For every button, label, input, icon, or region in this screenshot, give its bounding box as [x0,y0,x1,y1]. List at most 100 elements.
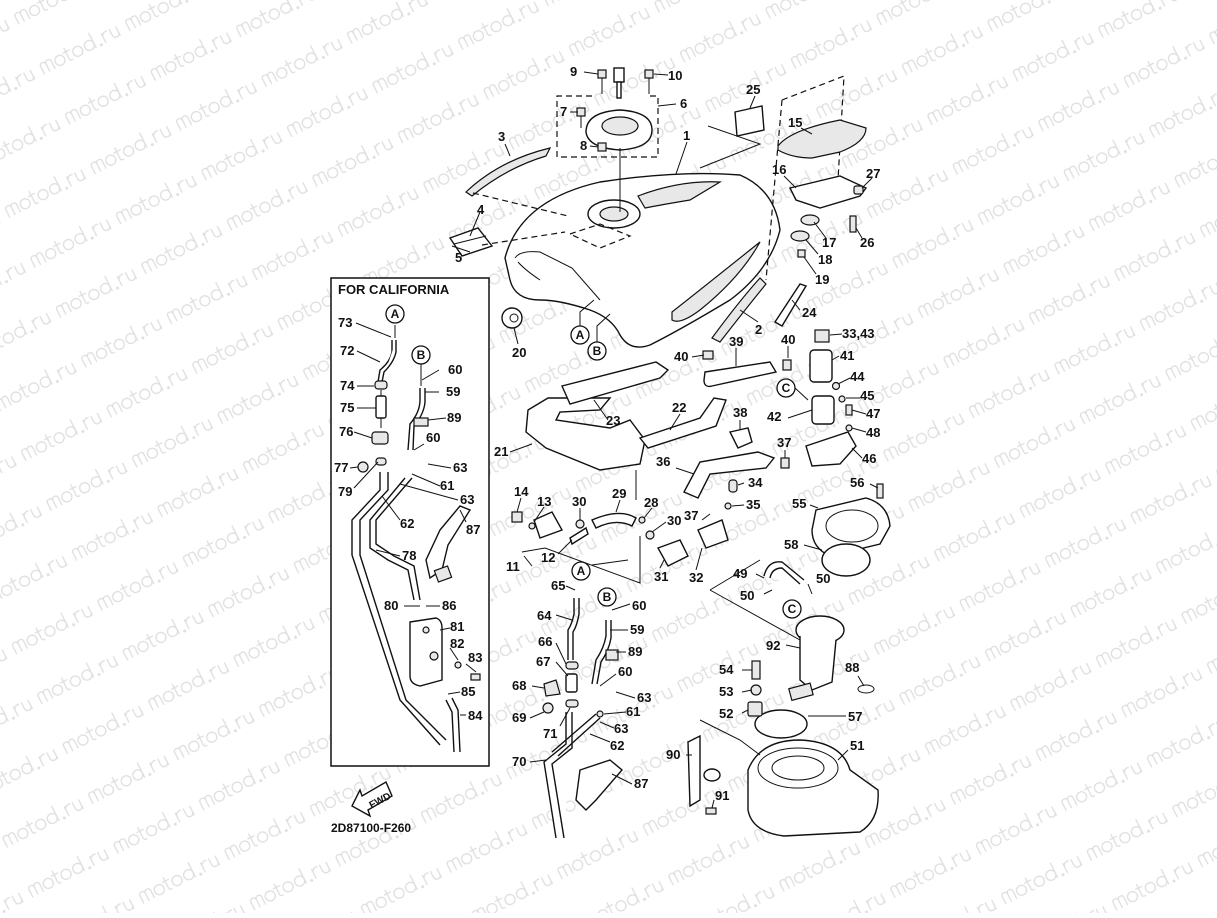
callout: 70 [512,754,526,769]
hose-49-guide [709,559,801,641]
clip-30b [645,530,655,540]
pad-22 [638,397,727,449]
clip-76 [371,431,389,445]
inset-callouts: 73 72 74 75 76 77 79 60 59 89 60 63 61 6… [334,315,483,723]
clip-68 [543,679,561,697]
tank-stripe [637,181,723,209]
fuel-tank-1 [504,148,781,348]
screw-56 [876,483,884,499]
callout: 64 [537,608,552,623]
hose-36 [683,451,776,499]
callout: 1 [683,128,690,143]
bolt-91 [705,807,717,815]
pump-41 [809,349,833,383]
bracket-16 [788,175,868,209]
callout: 87 [466,522,480,537]
callout: 60 [448,362,462,377]
callout: 38 [733,405,747,420]
pin-12 [569,526,589,546]
grommet-20 [501,307,523,329]
tank-tunnel [514,251,601,301]
callout: 24 [802,305,817,320]
callout: 59 [630,622,644,637]
clip-38 [728,427,753,449]
callout: 59 [446,384,460,399]
sensor-31 [656,539,689,567]
callout: 29 [612,486,626,501]
gasket-57 [754,709,808,739]
bolt-7 [576,107,586,117]
callout: 89 [628,644,642,659]
unit-32 [697,519,729,549]
callout: 68 [512,678,526,693]
callout: 55 [792,496,806,511]
callout: 82 [450,636,464,651]
callout: 90 [666,747,680,762]
callout: 69 [512,710,526,725]
callout: 84 [468,708,483,723]
fwd-arrow-icon [351,780,393,818]
cock-11 [533,511,564,539]
callout: 62 [400,516,414,531]
callout: 31 [654,569,668,584]
main-leaders [451,71,879,809]
callout: 27 [866,166,880,181]
ref-label-a-main: A [576,328,585,342]
callout: 28 [644,495,658,510]
tank-filler-opening [599,206,629,222]
callout: 57 [848,709,862,724]
tank-emblem-area [671,241,761,322]
ref-label-a-lower: A [577,564,586,578]
label-25 [734,105,765,137]
decal-4-line [453,235,487,245]
cap-lock [601,116,639,136]
ref-label-c-lower: C [788,602,797,616]
callout: 39 [729,334,743,349]
cock-bracket-guide [521,536,641,584]
tube-62b [551,713,601,757]
emblem-2 [711,277,767,343]
label-25-guide [699,125,762,169]
bolt-26 [849,215,857,233]
hose-39 [703,361,778,388]
callout: 56 [850,475,864,490]
hose-64-edge [572,598,580,660]
hose-49-edge [769,567,801,585]
callout: 45 [860,388,874,403]
bolt-83 [470,673,481,681]
bracket-46 [805,431,857,467]
bolt-44 [831,381,841,391]
callout: 77 [334,460,348,475]
callout: 61 [440,478,454,493]
callout: 30 [667,513,681,528]
bolt-47 [845,404,853,416]
grommet-69 [542,702,554,714]
callout: 46 [862,451,876,466]
cover-15 [777,119,867,159]
clamp-37 [780,457,790,469]
canister-port-2 [429,651,439,661]
callout: 21 [494,444,508,459]
callout: 17 [822,235,836,250]
bolt-19 [797,249,806,258]
callout: 83 [468,650,482,665]
callout: 9 [570,64,577,79]
grommet-52 [747,701,763,717]
callout: 6 [680,96,687,111]
callout: 87 [634,776,648,791]
callout: 10 [668,68,682,83]
ref-label-b-main: B [593,344,602,358]
callout: 40 [781,332,795,347]
callout: 75 [340,400,354,415]
callout: 65 [551,578,565,593]
clip-28 [638,516,646,524]
ref-label-b: B [417,348,426,362]
bracket-87-tab [433,565,453,583]
callout: 80 [384,598,398,613]
gasket-58 [821,543,871,577]
callout: 81 [450,619,464,634]
ref-label-a: A [391,307,400,321]
callout: 85 [461,684,475,699]
clamp-71 [565,699,579,708]
callout: 67 [536,654,550,669]
